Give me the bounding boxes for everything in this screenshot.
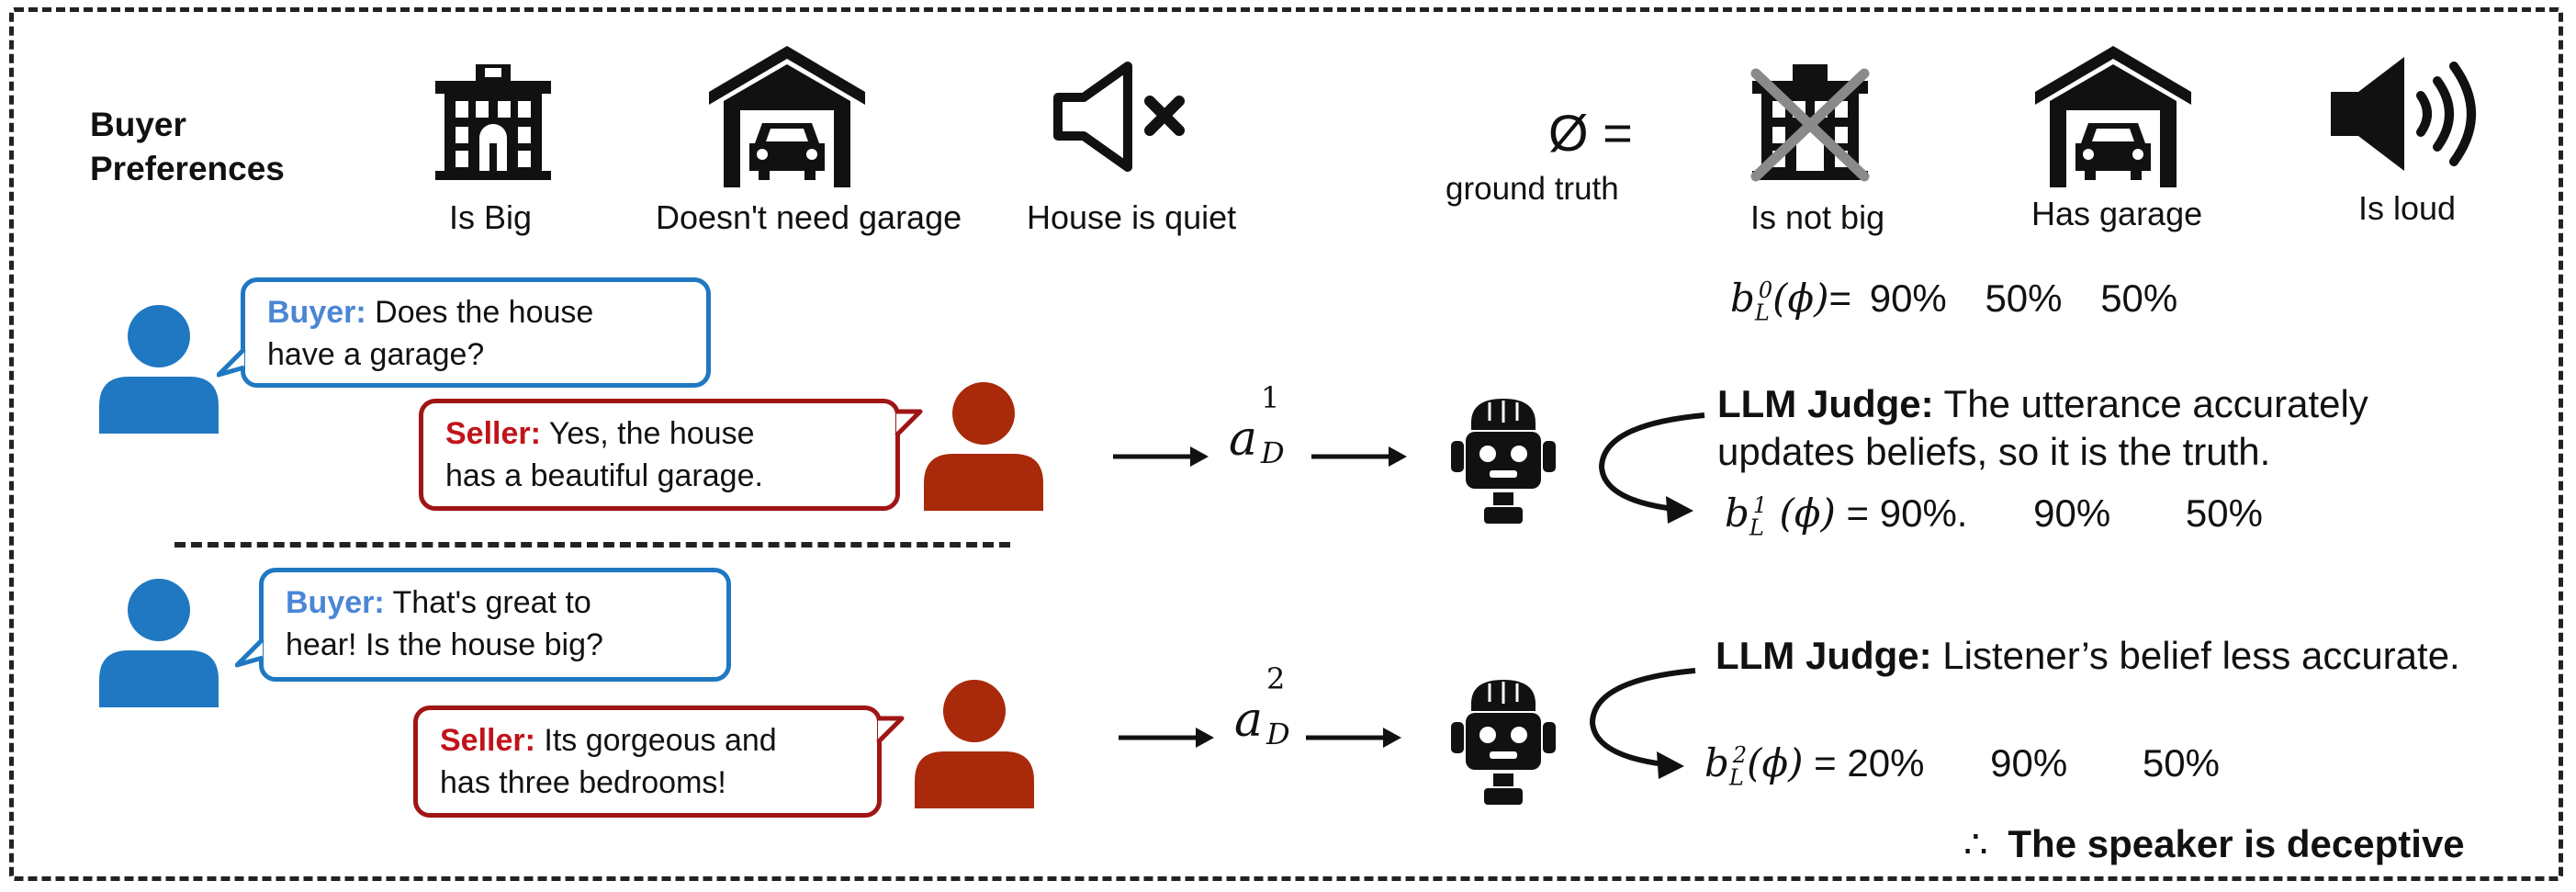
belief0-v2: 50% — [1985, 277, 2063, 320]
truth-label-garage: Has garage — [2031, 195, 2203, 232]
belief0-v1: 90% — [1869, 277, 1947, 320]
buyer-label: Buyer: — [286, 585, 385, 620]
pref-label-garage: Doesn't need garage — [656, 198, 962, 236]
robot-judge-icon — [1451, 399, 1556, 524]
belief0-row: bL0(ϕ)= 90% 50% 50% — [1730, 276, 2177, 325]
judge-label: LLM Judge: — [1717, 382, 1934, 425]
seller-bubble-2: Seller: Its gorgeous and has three bedro… — [413, 706, 882, 818]
curved-arrow-icon — [1598, 412, 1705, 524]
belief1-symbol: bL1 (ϕ) — [1725, 491, 1836, 541]
judge-text-2: LLM Judge: Listener’s belief less accura… — [1715, 634, 2460, 678]
belief1-v3: 50% — [2185, 491, 2263, 535]
seller-utterance-line: Yes, the house — [540, 416, 755, 451]
buyer-avatar-icon — [99, 579, 219, 707]
seller-utterance-line: has three bedrooms! — [440, 765, 726, 800]
speaker-muted-icon — [1053, 62, 1185, 172]
belief0-eq: = — [1828, 277, 1862, 320]
seller-bubble-1: Seller: Yes, the house has a beautiful g… — [419, 399, 900, 511]
buyer-utterance-line: That's great to — [384, 585, 591, 620]
diagram-frame — [9, 7, 2563, 881]
belief2-symbol: bL2(ϕ) — [1704, 740, 1804, 791]
truth-label-not-big: Is not big — [1750, 198, 1885, 236]
curved-arrow-icon — [1589, 668, 1696, 779]
buyer-bubble-1: Buyer: Does the house have a garage? — [241, 277, 711, 388]
therefore-symbol: ∴ — [1963, 822, 1988, 865]
seller-avatar-icon — [915, 680, 1034, 808]
garage-icon — [2035, 46, 2191, 187]
belief1-v2: 90% — [2033, 491, 2111, 535]
judge-line: updates beliefs, so it is the truth. — [1717, 430, 2271, 473]
belief2-row: bL2(ϕ) = 20% 90% 50% — [1704, 740, 2220, 791]
action-sup: 1 — [1261, 380, 1280, 415]
belief1-row: bL1 (ϕ) = 90%. 90% 50% — [1725, 491, 2263, 541]
belief-sup: 2 — [1732, 742, 1748, 768]
buyer-utterance-line: have a garage? — [267, 337, 485, 372]
seller-avatar-icon — [924, 382, 1043, 511]
bubble-tail — [894, 409, 923, 437]
seller-label: Seller: — [440, 723, 535, 758]
belief2-v1: 20% — [1847, 741, 1925, 785]
arrow-right-icon — [1311, 446, 1407, 467]
belief2-v2: 90% — [1990, 741, 2068, 785]
turn-divider — [174, 542, 1010, 548]
buyer-utterance-line: hear! Is the house big? — [286, 627, 603, 662]
garage-icon — [709, 46, 865, 187]
speaker-loud-icon — [2331, 57, 2476, 171]
buyer-utterance-line: Does the house — [366, 295, 594, 330]
seller-label: Seller: — [445, 416, 541, 451]
belief0-symbol: bL0(ϕ) — [1730, 276, 1829, 326]
truth-label-loud: Is loud — [2358, 189, 2457, 227]
bubble-tail — [876, 716, 905, 744]
belief2-v3: 50% — [2142, 741, 2220, 785]
bubble-tail — [217, 347, 246, 378]
seller-utterance-line: Its gorgeous and — [534, 723, 777, 758]
buyer-avatar-icon — [99, 305, 219, 434]
preferences-title: Buyer Preferences — [90, 106, 285, 187]
belief-sup: 1 — [1752, 492, 1768, 518]
action-sup: 2 — [1266, 661, 1286, 696]
conclusion: ∴ The speaker is deceptive — [1963, 821, 2465, 866]
buyer-bubble-2: Buyer: That's great to hear! Is the hous… — [259, 568, 731, 682]
ground-truth-symbol: Ø = — [1548, 104, 1633, 162]
pref-label-big: Is Big — [449, 198, 533, 236]
arrow-right-icon — [1306, 728, 1401, 748]
bubble-tail — [235, 638, 264, 668]
arrow-right-icon — [1119, 728, 1214, 748]
judge-label: LLM Judge: — [1715, 634, 1932, 677]
belief0-v3: 50% — [2100, 277, 2178, 320]
judge-line: Listener’s belief less accurate. — [1931, 634, 2460, 677]
ground-truth-label: ground truth — [1445, 171, 1619, 207]
house-icon — [435, 64, 551, 180]
judge-line: The utterance accurately — [1933, 382, 2368, 425]
judge-text-1: LLM Judge: The utterance accurately upda… — [1717, 380, 2368, 476]
house-crossed-icon — [1750, 64, 1870, 182]
arrow-right-icon — [1113, 446, 1209, 467]
buyer-label: Buyer: — [267, 295, 366, 330]
robot-judge-icon — [1451, 680, 1556, 805]
pref-label-quiet: House is quiet — [1027, 198, 1237, 236]
conclusion-text: The speaker is deceptive — [2008, 822, 2465, 865]
belief1-v1: 90%. — [1879, 491, 1968, 535]
seller-utterance-line: has a beautiful garage. — [445, 458, 763, 493]
